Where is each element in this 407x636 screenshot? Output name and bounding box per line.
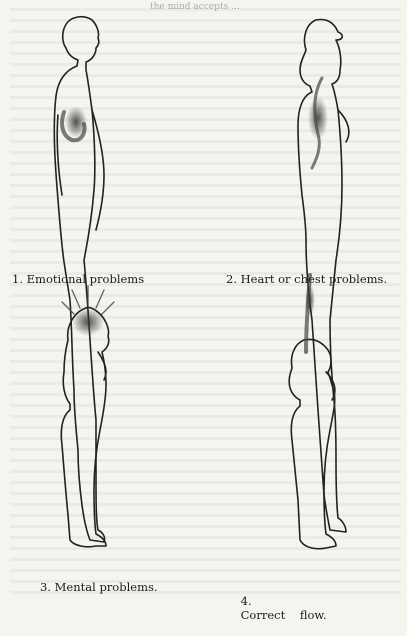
caption-1-number: 1. <box>12 272 23 286</box>
caption-4-number: 4. <box>241 594 252 608</box>
caption-2-text: Heart or chest problems. <box>241 272 387 286</box>
figure-3-woman <box>61 307 108 546</box>
caption-4: 4. Correct flow. <box>226 580 327 636</box>
caption-4-text: Correct flow. <box>241 608 327 622</box>
caption-3-number: 3. <box>40 580 51 594</box>
caption-2: 2. Heart or chest problems. <box>226 272 387 286</box>
caption-2-number: 2. <box>226 272 237 286</box>
caption-1: 1. Emotional problems <box>12 272 144 286</box>
bleed-header-fragment: the mind accepts ... <box>150 2 240 12</box>
caption-3: 3. Mental problems. <box>40 580 158 594</box>
figure-3-energy-shade <box>72 308 104 336</box>
book-page: 1. Emotional problems 2. Heart or chest … <box>0 0 407 601</box>
caption-3-text: Mental problems. <box>55 580 158 594</box>
figure-4-energy-shade <box>305 284 315 316</box>
figures-illustration <box>0 0 407 601</box>
caption-1-text: Emotional problems <box>27 272 144 286</box>
figure-4-woman <box>289 339 336 548</box>
